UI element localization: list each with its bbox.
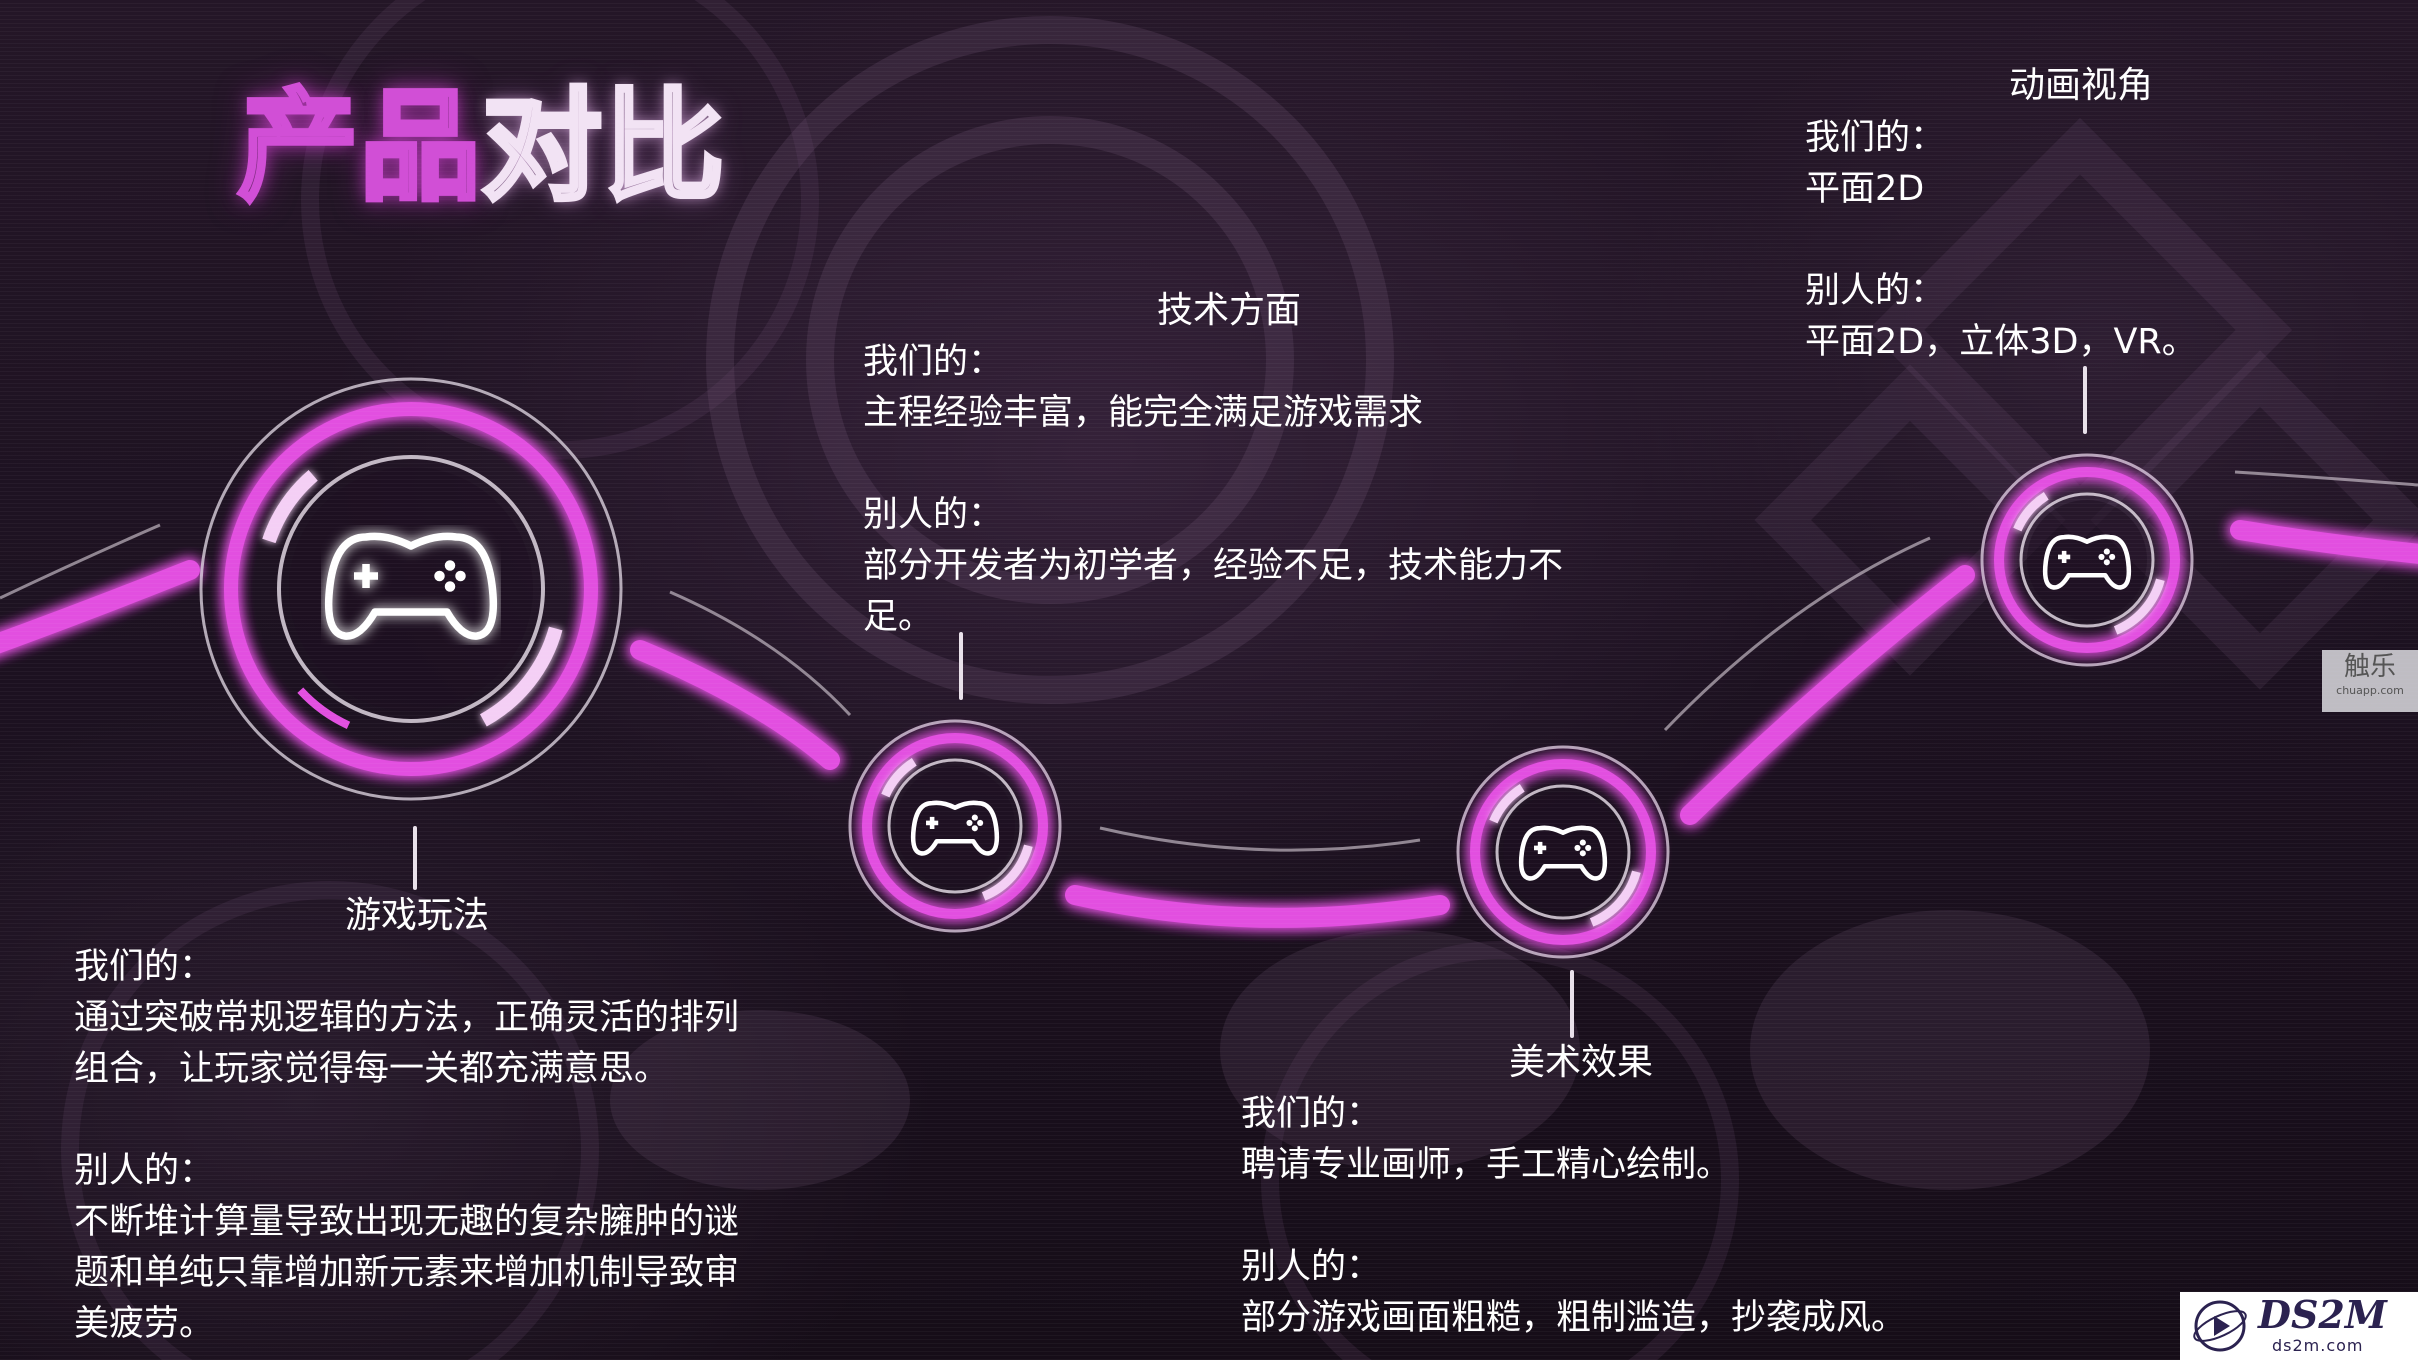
others-text-line: 不断堆计算量导致出现无趣的复杂臃肿的谜: [74, 1202, 740, 1242]
wave-segment: [630, 640, 840, 770]
title-part-2: 对比: [480, 78, 727, 217]
wave-segment: [1065, 885, 1450, 928]
gamepad-icon: [324, 532, 498, 640]
ring-art: [1456, 745, 1670, 959]
gamepad-icon: [2042, 534, 2132, 590]
ours-label: 我们的：: [1241, 1094, 1382, 1134]
watermark-ds2m: DS2M ds2m.com: [2180, 1292, 2418, 1360]
ring-animation: [1980, 453, 2194, 667]
others-label: 别人的：: [863, 495, 1004, 535]
others-label: 别人的：: [74, 1151, 215, 1191]
connector-gameplay: [413, 826, 417, 890]
ours-label: 我们的：: [74, 947, 215, 987]
section-text-animation: 我们的： 平面2D 别人的： 平面2D，立体3D，VR。: [1805, 113, 2197, 368]
section-label-animation: 动画视角: [2009, 65, 2154, 106]
ours-text-line: 主程经验丰富，能完全满足游戏需求: [863, 393, 1424, 433]
ours-text-line: 组合，让玩家觉得每一关都充满意思。: [74, 1049, 670, 1089]
ring-gameplay: [199, 377, 623, 801]
others-text-line: 部分开发者为初学者，经验不足，技术能力不: [863, 546, 1564, 586]
others-text-line: 美疲劳。: [74, 1304, 215, 1344]
others-label: 别人的：: [1241, 1247, 1382, 1287]
section-label-tech: 技术方面: [1157, 290, 1302, 331]
wave-segment: [0, 560, 200, 654]
title-part-1: 产品: [236, 78, 483, 217]
section-text-gameplay: 我们的： 通过突破常规逻辑的方法，正确灵活的排列 组合，让玩家觉得每一关都充满意…: [74, 942, 739, 1350]
connector-art: [1570, 970, 1574, 1038]
ring-tech: [848, 719, 1062, 933]
ours-label: 我们的：: [1805, 118, 1946, 158]
others-text-line: 足。: [863, 597, 934, 637]
connector-tech: [959, 632, 963, 700]
others-text-line: 题和单纯只靠增加新元素来增加机制导致审: [74, 1253, 740, 1293]
ours-text-line: 平面2D: [1805, 169, 1925, 209]
watermark-chuapp: 触乐 chuapp.com: [2322, 650, 2418, 712]
section-text-tech: 我们的： 主程经验丰富，能完全满足游戏需求 别人的： 部分开发者为初学者，经验不…: [863, 337, 1563, 643]
section-label-gameplay: 游戏玩法: [345, 895, 490, 936]
ours-label: 我们的：: [863, 342, 1004, 382]
ds2m-logo-icon: [2193, 1300, 2247, 1352]
section-label-art: 美术效果: [1509, 1042, 1654, 1083]
others-text-line: 平面2D，立体3D，VR。: [1805, 322, 2197, 362]
others-text-line: 部分游戏画面粗糙，粗制滥造，抄袭成风。: [1241, 1298, 1907, 1338]
page-title: 产品对比: [236, 85, 727, 210]
ours-text-line: 通过突破常规逻辑的方法，正确灵活的排列: [74, 998, 740, 1038]
wave-segment: [2230, 520, 2418, 564]
connector-animation: [2083, 366, 2087, 434]
section-text-art: 我们的： 聘请专业画师，手工精心绘制。 别人的： 部分游戏画面粗糙，粗制滥造，抄…: [1241, 1089, 1906, 1344]
gamepad-icon: [910, 800, 1000, 856]
wave-segment: [1680, 565, 1975, 825]
others-label: 别人的：: [1805, 271, 1946, 311]
gamepad-icon: [1518, 825, 1608, 881]
ours-text-line: 聘请专业画师，手工精心绘制。: [1241, 1145, 1732, 1185]
